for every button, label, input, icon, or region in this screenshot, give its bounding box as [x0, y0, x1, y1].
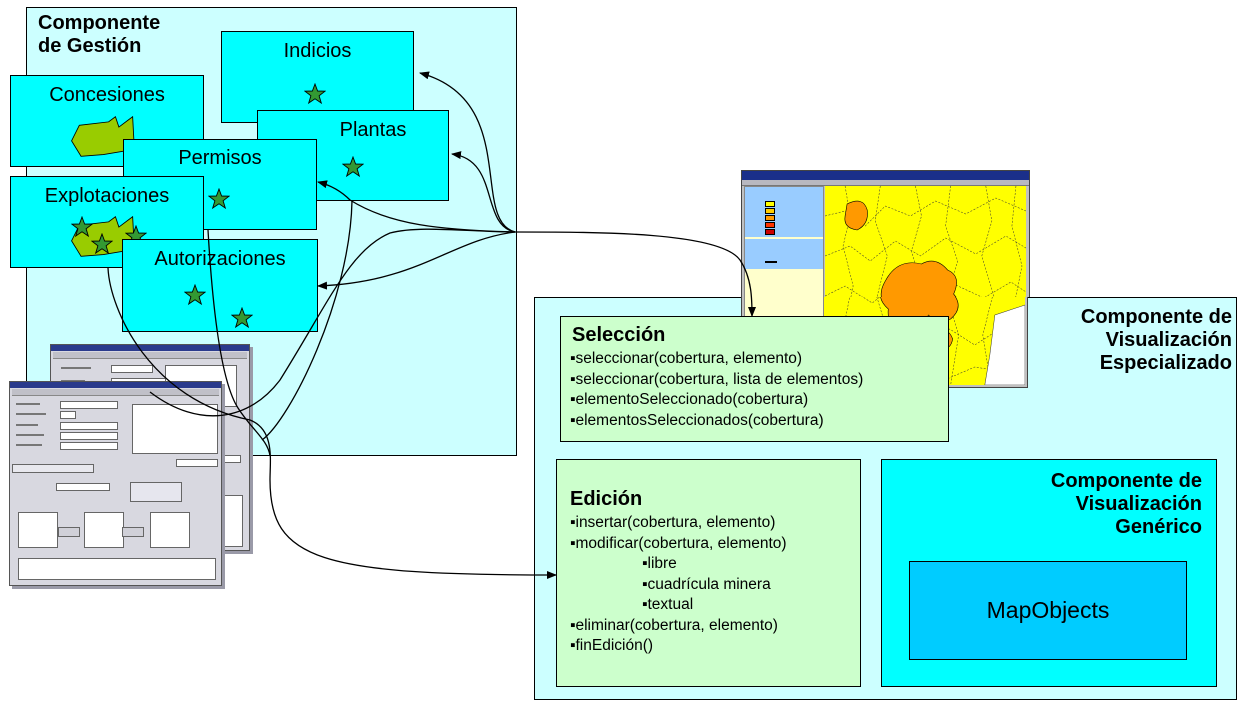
seleccion-method: ▪elementosSeleccionados(cobertura) [570, 411, 824, 429]
generico-component-title: Componente de Visualización Genérico [1051, 470, 1202, 539]
arrow-to-indicios [419, 71, 516, 233]
arrow-to-plantas [451, 151, 516, 233]
star-icon [71, 216, 93, 238]
star-icon [91, 233, 113, 255]
edicion-method-list: ▪insertar(cobertura, elemento) ▪modifica… [570, 513, 787, 657]
arrow-to-autorizaciones [317, 231, 516, 290]
line-from-explotaciones [107, 267, 557, 579]
generico-title-line3: Genérico [1115, 516, 1202, 538]
especializado-title-line1: Componente de [1080, 306, 1232, 328]
seleccion-method: ▪seleccionar(cobertura, elemento) [570, 350, 803, 367]
layer-indicios-box: Indicios [221, 31, 414, 123]
edicion-submethod: ▪libre [642, 555, 677, 572]
edicion-method: ▪modificar(cobertura, elemento) [570, 534, 787, 552]
star-icon [304, 83, 326, 105]
form-window-front [9, 381, 222, 586]
generico-title-line2: Visualización [1075, 493, 1202, 515]
generico-title-line1: Componente de [1050, 470, 1202, 492]
edicion-method: ▪insertar(cobertura, elemento) [570, 514, 776, 531]
especializado-title-line3: Especializado [1099, 352, 1232, 374]
map-title-bar [742, 171, 1029, 180]
concession-polygon-shape [71, 115, 135, 157]
seleccion-title: Selección [572, 324, 666, 346]
layer-concesiones-box: Concesiones [10, 75, 204, 167]
layer-autorizaciones-label: Autorizaciones [154, 248, 286, 270]
gestion-component-title: Componente de Gestión [38, 12, 160, 58]
edicion-box: Edición ▪insertar(cobertura, elemento) ▪… [556, 459, 861, 687]
seleccion-method-list: ▪seleccionar(cobertura, elemento) ▪selec… [570, 349, 863, 431]
mapobjects-box: MapObjects [909, 561, 1187, 660]
seleccion-method: ▪seleccionar(cobertura, lista de element… [570, 370, 864, 388]
arrow-forms-to-hub [149, 228, 516, 417]
seleccion-method: ▪elementoSeleccionado(cobertura) [570, 391, 809, 408]
layer-indicios-label: Indicios [283, 40, 352, 62]
layer-plantas-label: Plantas [339, 119, 407, 141]
gestion-title-line1: Componente [38, 12, 161, 34]
line-from-plantas [261, 200, 353, 441]
especializado-component-title: Componente de Visualización Especializad… [1012, 306, 1232, 375]
edicion-method: ▪finEdición() [570, 637, 654, 654]
layer-concesiones-label: Concesiones [49, 84, 165, 106]
seleccion-box: Selección ▪seleccionar(cobertura, elemen… [560, 316, 949, 442]
layer-autorizaciones-box: Autorizaciones [122, 239, 318, 332]
mapobjects-label: MapObjects [986, 597, 1110, 623]
star-icon [184, 284, 206, 306]
arrow-to-permisos [317, 180, 516, 233]
layer-permisos-label: Permisos [178, 147, 262, 169]
gestion-title-line2: de Gestión [38, 35, 142, 57]
star-icon [231, 307, 253, 329]
edicion-submethod: ▪textual [642, 596, 694, 613]
star-icon [342, 156, 364, 178]
especializado-title-line2: Visualización [1105, 329, 1232, 351]
generico-component-panel: Componente de Visualización Genérico Map… [881, 459, 1217, 687]
layer-explotaciones-label: Explotaciones [44, 185, 170, 207]
star-icon [208, 188, 230, 210]
line-from-permisos [207, 229, 271, 457]
arrow-to-seleccion [514, 231, 756, 317]
map-toolbar [742, 180, 1029, 186]
edicion-title: Edición [570, 488, 643, 510]
edicion-method: ▪eliminar(cobertura, elemento) [570, 616, 778, 634]
edicion-submethod: ▪cuadrícula minera [642, 575, 771, 593]
